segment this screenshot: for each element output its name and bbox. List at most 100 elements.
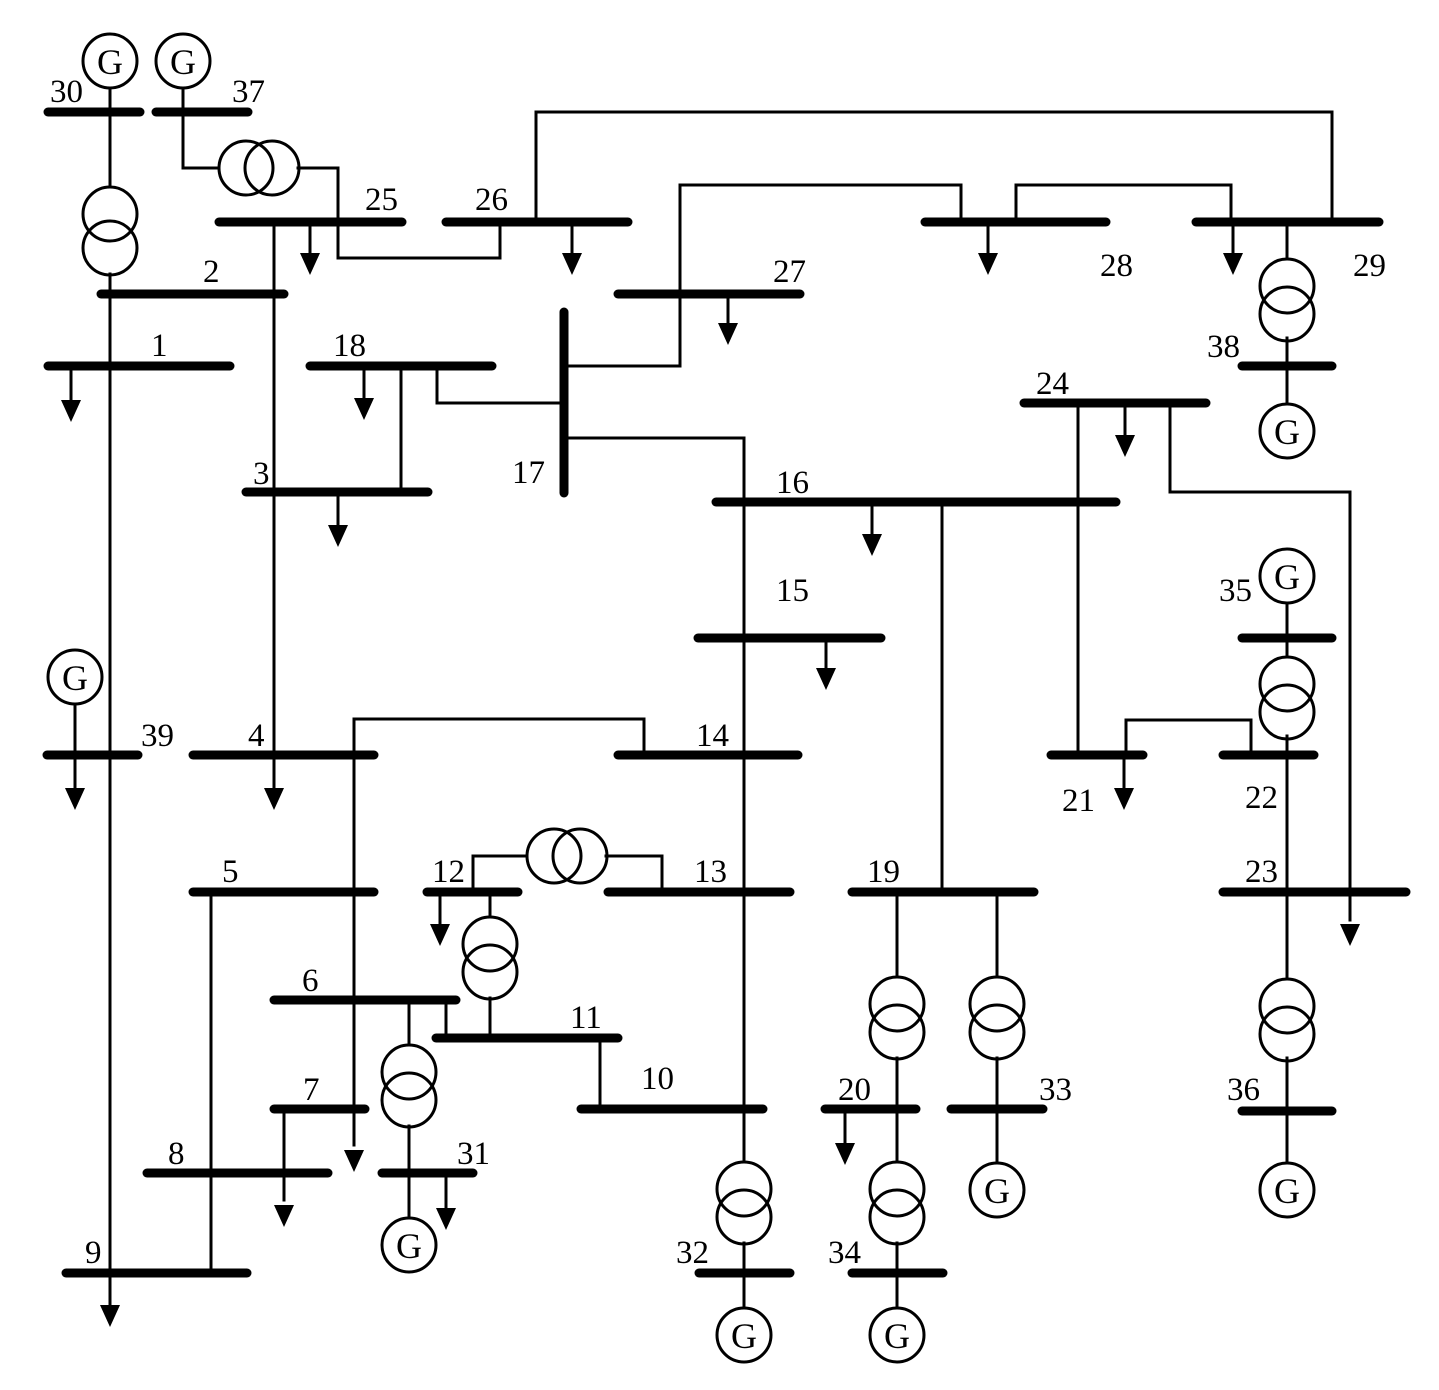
load-arrow	[835, 1107, 855, 1165]
bus-label-9: 9	[85, 1235, 102, 1271]
load-arrow	[100, 1305, 120, 1327]
load-arrow	[274, 1205, 294, 1227]
bus-bars	[42, 107, 1411, 1278]
svg-text:G: G	[97, 42, 123, 82]
line-24-23	[1168, 401, 1352, 922]
transformer-19-20	[868, 975, 926, 1061]
bus-label-15: 15	[776, 573, 809, 609]
transformer-29-38	[1258, 257, 1316, 343]
bus-label-5: 5	[222, 854, 239, 890]
transformer-30-2	[81, 185, 139, 277]
load-arrow	[1340, 924, 1360, 946]
bus-label-25: 25	[365, 182, 398, 218]
transformer-23-36	[1258, 977, 1316, 1063]
bus-label-26: 26	[475, 182, 508, 218]
load-arrow	[300, 220, 320, 275]
bus-label-32: 32	[676, 1235, 709, 1271]
load-arrow	[61, 364, 81, 422]
bus-label-19: 19	[867, 854, 900, 890]
bus-label-21: 21	[1062, 783, 1095, 819]
svg-text:G: G	[170, 42, 196, 82]
branch-lines	[73, 86, 1352, 1310]
line-bus37-xfmr	[181, 110, 224, 170]
bus-label-17: 17	[512, 455, 545, 491]
svg-text:G: G	[396, 1226, 422, 1266]
svg-text:G: G	[62, 658, 88, 698]
transformer-20-34	[868, 1160, 926, 1246]
generator-31: G	[380, 1216, 438, 1274]
bus-label-1: 1	[151, 328, 168, 364]
line-27-28	[678, 183, 963, 296]
svg-text:G: G	[1274, 557, 1300, 597]
bus-label-20: 20	[838, 1072, 871, 1108]
bus-label-2: 2	[203, 254, 220, 290]
bus-label-13: 13	[694, 854, 727, 890]
load-arrows	[61, 220, 1360, 1327]
bus-label-39: 39	[141, 718, 174, 754]
bus-label-16: 16	[776, 465, 809, 501]
line-18-17	[435, 364, 566, 405]
svg-text:G: G	[884, 1316, 910, 1356]
transformer-37-25	[217, 139, 301, 197]
line-21-22	[1124, 718, 1253, 757]
generator-32: G	[715, 1306, 773, 1364]
bus-label-33: 33	[1039, 1072, 1072, 1108]
load-arrow	[354, 364, 374, 420]
bus-label-6: 6	[302, 963, 319, 999]
bus-labels: 30 37 25 26 28 29 2 27 1 18 38 24 17 3 1…	[50, 74, 1386, 1271]
bus-label-10: 10	[641, 1061, 674, 1097]
load-arrow	[328, 490, 348, 547]
bus-label-27: 27	[773, 254, 806, 290]
bus-label-7: 7	[303, 1072, 320, 1108]
line-17-16	[562, 436, 746, 504]
svg-text:G: G	[731, 1316, 757, 1356]
bus-label-29: 29	[1353, 248, 1386, 284]
load-arrow	[65, 753, 85, 810]
transformer-35-22	[1258, 655, 1316, 741]
bus-label-30: 30	[50, 74, 83, 110]
line-14-4	[352, 717, 646, 757]
load-arrow	[562, 220, 582, 275]
generator-39: G	[46, 648, 104, 706]
bus-label-3: 3	[253, 456, 270, 492]
load-arrow	[436, 1171, 456, 1230]
line-17-27	[562, 292, 682, 368]
load-arrow	[1115, 401, 1135, 457]
bus-label-36: 36	[1227, 1072, 1260, 1108]
line-28-29	[1014, 183, 1233, 224]
bus-label-24: 24	[1036, 366, 1069, 402]
bus-label-22: 22	[1245, 780, 1278, 816]
transformer-19-33	[968, 975, 1026, 1061]
bus-label-18: 18	[333, 328, 366, 364]
load-arrow	[816, 636, 836, 690]
bus-label-23: 23	[1245, 854, 1278, 890]
svg-text:G: G	[984, 1171, 1010, 1211]
load-arrow	[862, 500, 882, 556]
load-arrow	[430, 890, 450, 946]
bus-label-14: 14	[696, 718, 729, 754]
bus-label-28: 28	[1100, 248, 1133, 284]
bus-label-37: 37	[232, 74, 265, 110]
generators: G G G G G G G G G G	[46, 32, 1316, 1364]
generator-37: G	[154, 32, 212, 90]
bus-label-11: 11	[570, 1000, 602, 1036]
line-12-xfmr-12-13	[471, 854, 530, 894]
generator-34: G	[868, 1306, 926, 1364]
load-arrow	[264, 753, 284, 810]
bus-label-12: 12	[432, 854, 465, 890]
load-arrow	[978, 220, 998, 275]
bus-label-8: 8	[168, 1136, 185, 1172]
transformers	[81, 139, 1316, 1246]
line-25-26	[336, 220, 502, 260]
load-arrow	[344, 1150, 364, 1172]
bus-label-4: 4	[248, 718, 265, 754]
bus-label-38: 38	[1207, 329, 1240, 365]
transformer-12-13	[525, 827, 609, 885]
svg-text:G: G	[1274, 412, 1300, 452]
load-arrow	[1223, 220, 1243, 275]
bus-label-35: 35	[1219, 573, 1252, 609]
svg-text:G: G	[1274, 1171, 1300, 1211]
transformer-6-31	[380, 1043, 438, 1129]
line-26-29	[534, 110, 1334, 224]
